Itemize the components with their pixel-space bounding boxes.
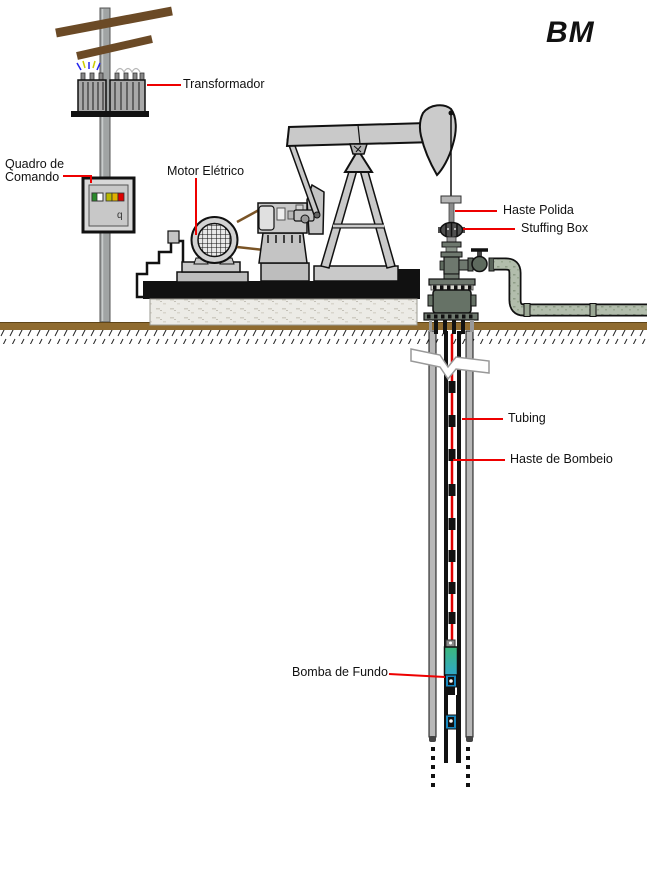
flowline [494, 257, 647, 317]
walking-beam [285, 121, 437, 155]
stuffing-box [438, 221, 465, 239]
diagram-title: BM [546, 16, 595, 49]
label-motor-eletrico: Motor Elétrico [167, 164, 245, 178]
power-pole [55, 6, 173, 323]
leader-quadro-comando [63, 175, 92, 183]
tubing-string [444, 331, 461, 763]
casing-head [423, 273, 479, 334]
motor-grille-icon [197, 222, 232, 258]
leader-bomba-fundo [388, 673, 446, 678]
pumpjack [135, 104, 462, 326]
spark-icon [76, 60, 141, 74]
sucker-rod [448, 334, 456, 640]
downhole-pump [443, 639, 459, 763]
wing-valve [467, 248, 495, 273]
label-tubing: Tubing [508, 411, 546, 425]
label-stuffing-box: Stuffing Box [521, 221, 589, 235]
standing-valve [445, 714, 457, 730]
horsehead [418, 104, 457, 177]
wellhead [423, 221, 647, 334]
label-bomba-fundo: Bomba de Fundo [292, 665, 388, 679]
samson-post [313, 148, 399, 282]
label-transformador: Transformador [183, 77, 265, 91]
status-lamp [91, 192, 104, 202]
electric-motor [167, 216, 249, 283]
indicator-bar [105, 192, 125, 202]
label-haste-polida: Haste Polida [503, 203, 574, 217]
break-symbol [410, 348, 490, 381]
transformer [71, 60, 149, 117]
foundation [149, 298, 418, 326]
traveling-valve [445, 674, 457, 688]
leader-lines [63, 84, 515, 678]
well [410, 330, 490, 787]
control-panel: q [81, 176, 136, 234]
panel-mark: q [117, 210, 123, 221]
casing [428, 330, 474, 742]
label-haste-bombeio: Haste de Bombeio [510, 452, 613, 466]
label-quadro-comando: Quadro de Comando [5, 157, 65, 184]
perforations [431, 747, 470, 787]
bridle-cable [440, 110, 462, 204]
